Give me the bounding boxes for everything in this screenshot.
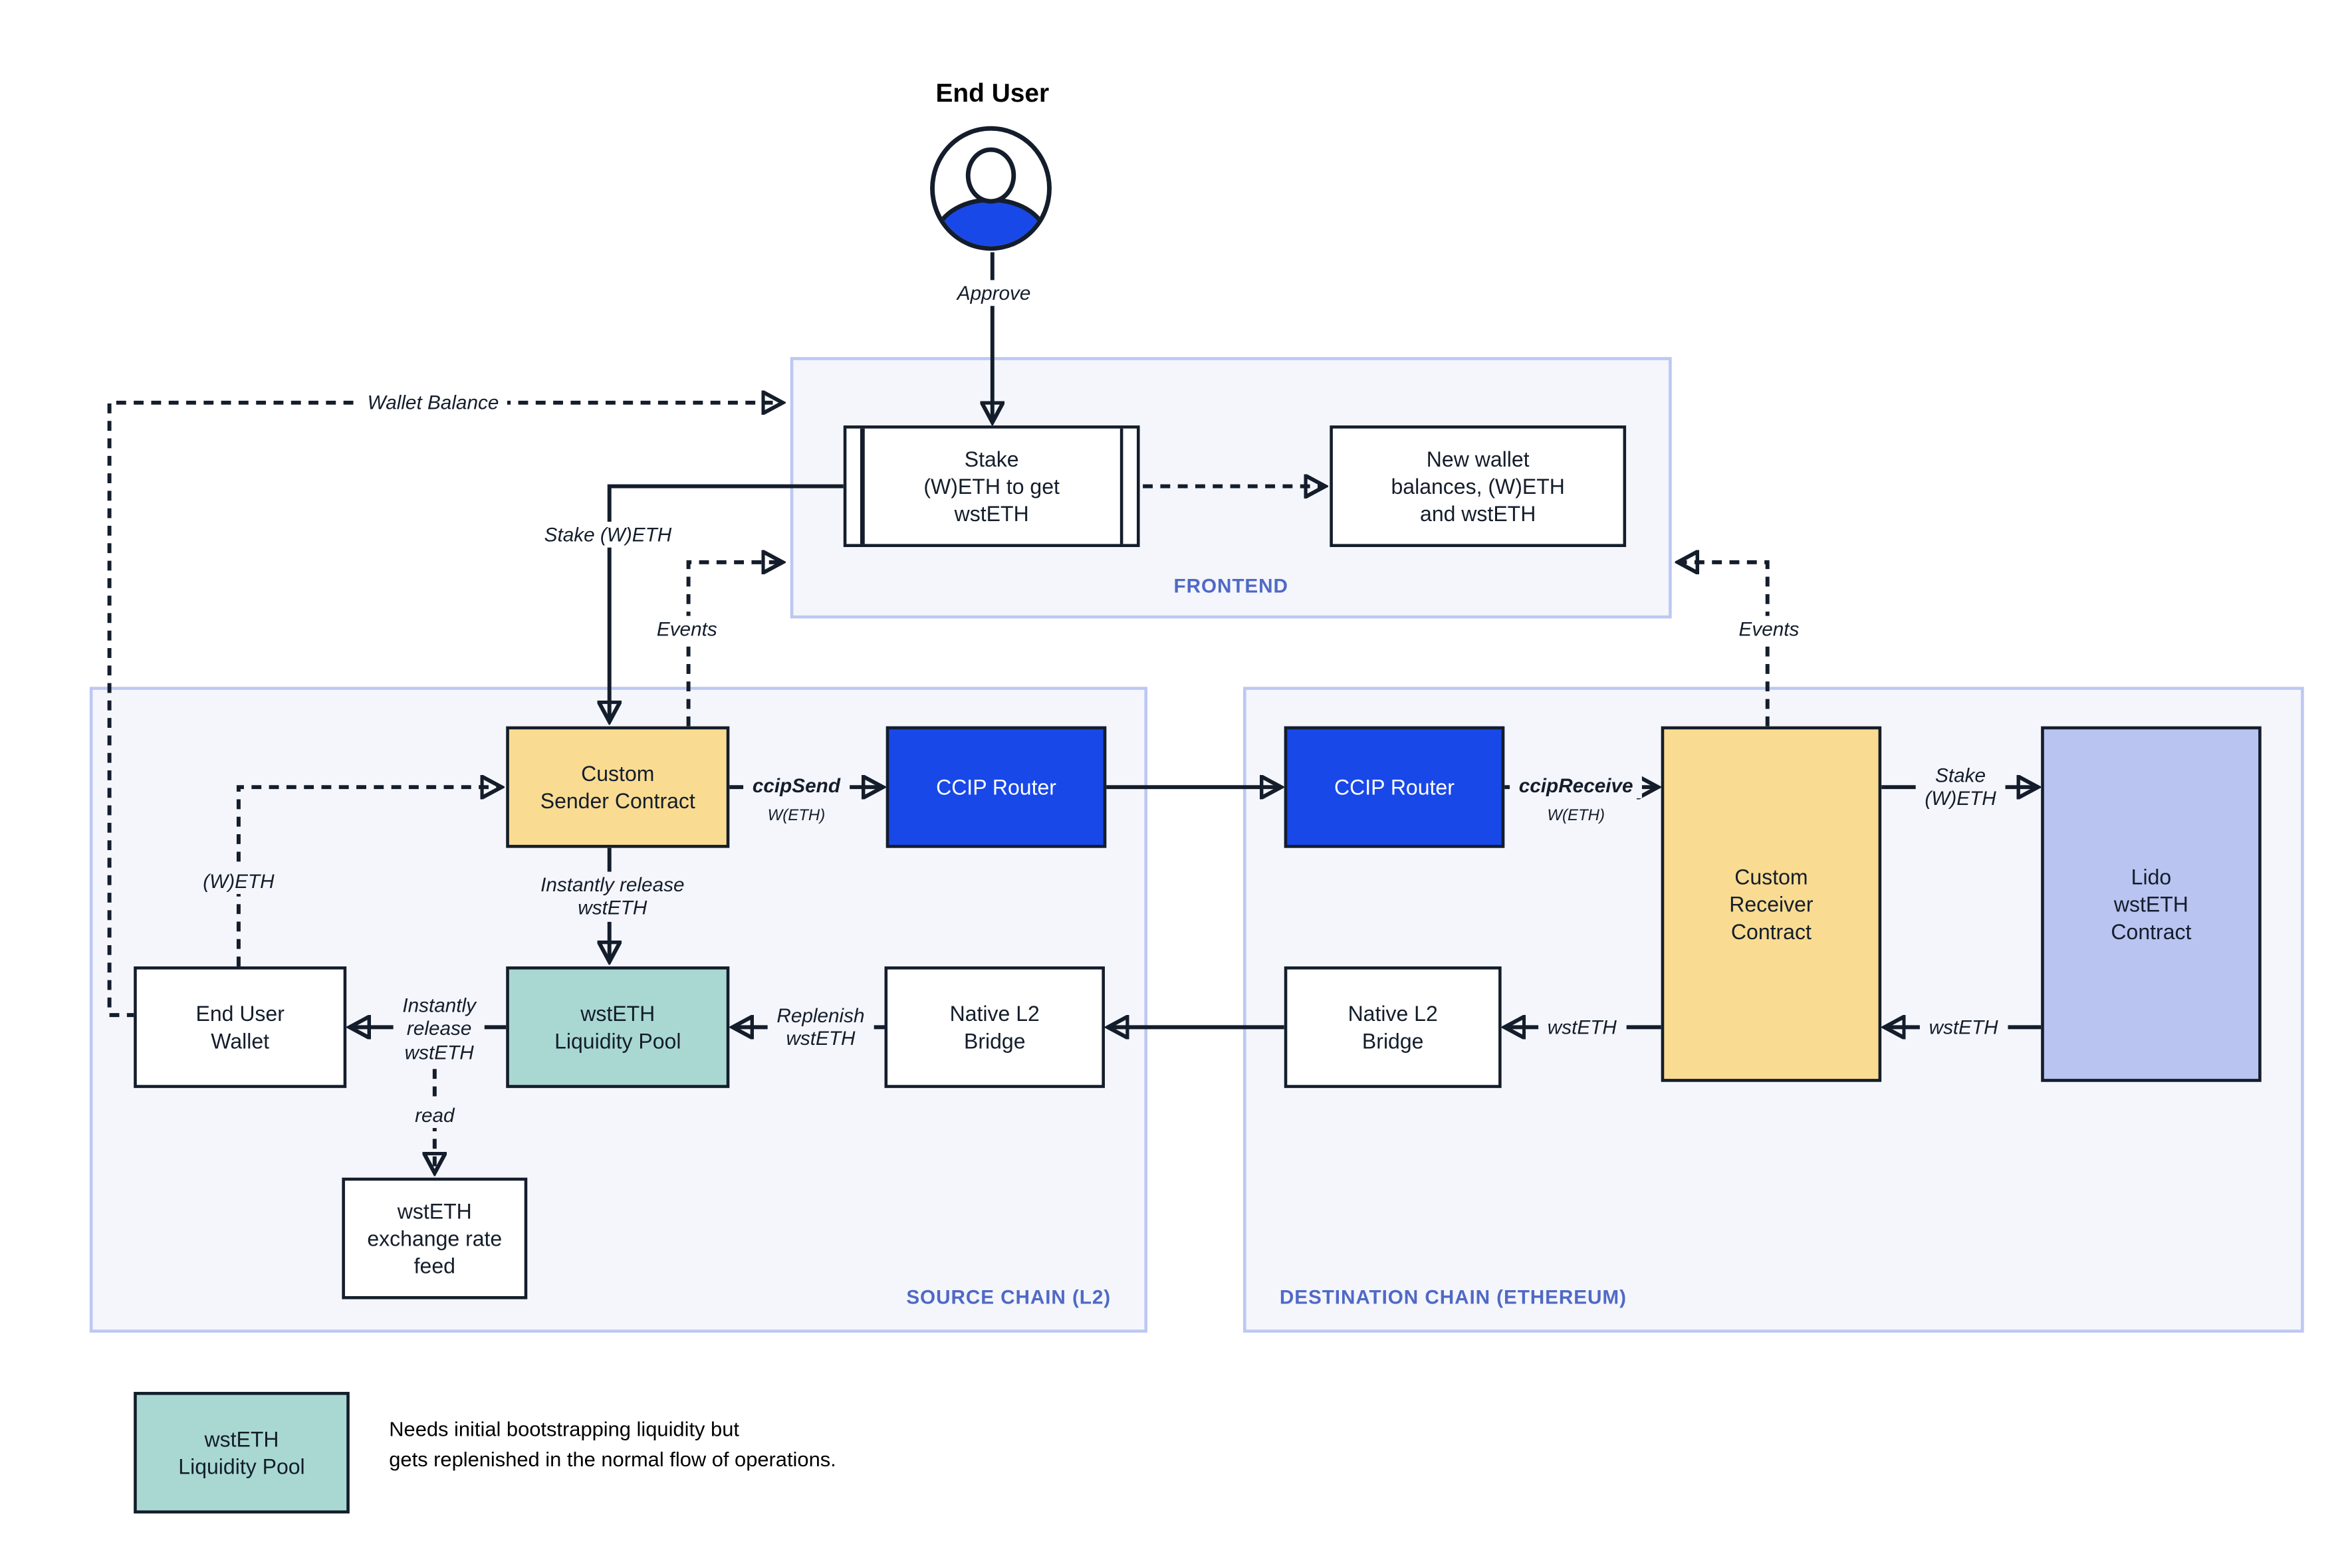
node-ccip-router-destination: CCIP Router [1284,726,1505,848]
edge-weth-to-sender [236,787,500,966]
node-native-l2-bridge-destination: Native L2 Bridge [1284,966,1502,1088]
node-custom-sender-contract: Custom Sender Contract [506,726,730,848]
node-stake-action: Stake (W)ETH to get wstETH [843,425,1140,547]
legend-description: Needs initial bootstrapping liquidity bu… [389,1417,836,1470]
edge-label-weth: (W)ETH [193,868,284,895]
destination-chain-zone-label: DESTINATION CHAIN (ETHEREUM) [1279,1286,1627,1309]
edge-label-ccipreceive-weth: W(ETH) [1538,805,1614,828]
edge-label-read: read [406,1102,464,1129]
person-head-shape [965,147,1016,204]
node-lido-wsteth-contract: Lido wstETH Contract [2041,726,2262,1082]
edge-label-ccipreceive: ccipReceive [1510,772,1643,799]
legend-swatch-wsteth-liquidity-pool: wstETH Liquidity Pool [134,1392,350,1513]
frontend-zone-label: FRONTEND [1173,574,1288,598]
edge-label-ccipsend: ccipSend [743,772,850,799]
edge-label-replenish: Replenish wstETH [767,1002,874,1052]
edge-label-events-left: Events [647,616,727,643]
node-wsteth-liquidity-pool: wstETH Liquidity Pool [506,966,730,1088]
person-shoulders-shape [934,197,1048,247]
edge-label-wallet-balance: Wallet Balance [358,390,509,416]
end-user-icon [930,126,1052,251]
source-chain-zone-label: SOURCE CHAIN (L2) [906,1286,1112,1309]
edge-label-instant-release-horizontal: Instantly release wstETH [393,992,485,1065]
node-wsteth-exchange-rate-feed: wstETH exchange rate feed [342,1177,528,1299]
node-custom-receiver-contract: Custom Receiver Contract [1661,726,1882,1082]
node-native-l2-bridge-source: Native L2 Bridge [884,966,1105,1088]
edge-events-right [1679,562,1770,727]
edge-label-approve: Approve [948,280,1040,307]
end-user-title: End User [935,78,1050,108]
node-ccip-router-source: CCIP Router [885,726,1107,848]
node-new-wallet-balances: New wallet balances, (W)ETH and wstETH [1330,425,1627,547]
edge-label-stake-weth-right: Stake (W)ETH [1915,762,2006,812]
edge-label-wsteth-lido: wstETH [1919,1014,2008,1041]
edge-stake-to-sender [610,484,844,721]
edge-label-stake-weth-left: Stake (W)ETH [534,521,681,548]
edge-label-instant-release-vertical: Instantly release wstETH [531,871,694,922]
edge-label-wsteth-receiver: wstETH [1538,1014,1626,1041]
edge-wallet-balance [107,403,781,1018]
edge-label-events-right: Events [1729,616,1809,643]
edge-label-ccipsend-weth: W(ETH) [758,805,834,828]
node-end-user-wallet: End User Wallet [134,966,347,1088]
edge-events-left [686,562,781,727]
